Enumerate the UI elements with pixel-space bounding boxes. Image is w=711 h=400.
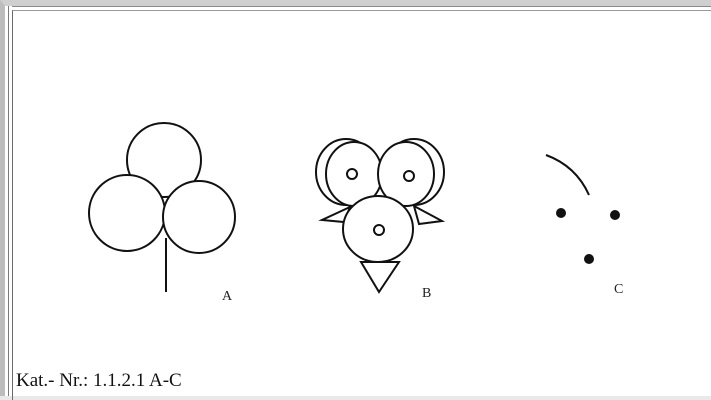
figure-c-drawing xyxy=(546,155,620,264)
figure-b-drawing xyxy=(316,139,444,292)
figure-b-bottom-bract xyxy=(361,262,399,292)
figure-b-label: B xyxy=(422,286,431,302)
figure-b-bottom-ovule xyxy=(374,225,384,235)
figure-a-label: A xyxy=(222,289,232,305)
figure-b-right-bract xyxy=(414,206,442,224)
figure-a-left-circle xyxy=(89,175,165,251)
figure-c-arc xyxy=(546,155,589,195)
figure-c-bottom-dot xyxy=(584,254,594,264)
figure-c-label: C xyxy=(614,282,623,298)
figure-a-right-circle xyxy=(163,181,235,253)
figure-c-left-dot xyxy=(556,208,566,218)
figure-b-left-ovule xyxy=(347,169,357,179)
figure-b-right-ovule xyxy=(404,171,414,181)
figure-c-right-dot xyxy=(610,210,620,220)
figure-a-drawing xyxy=(89,123,235,292)
catalog-number: Kat.- Nr.: 1.1.2.1 A-C xyxy=(16,370,182,392)
